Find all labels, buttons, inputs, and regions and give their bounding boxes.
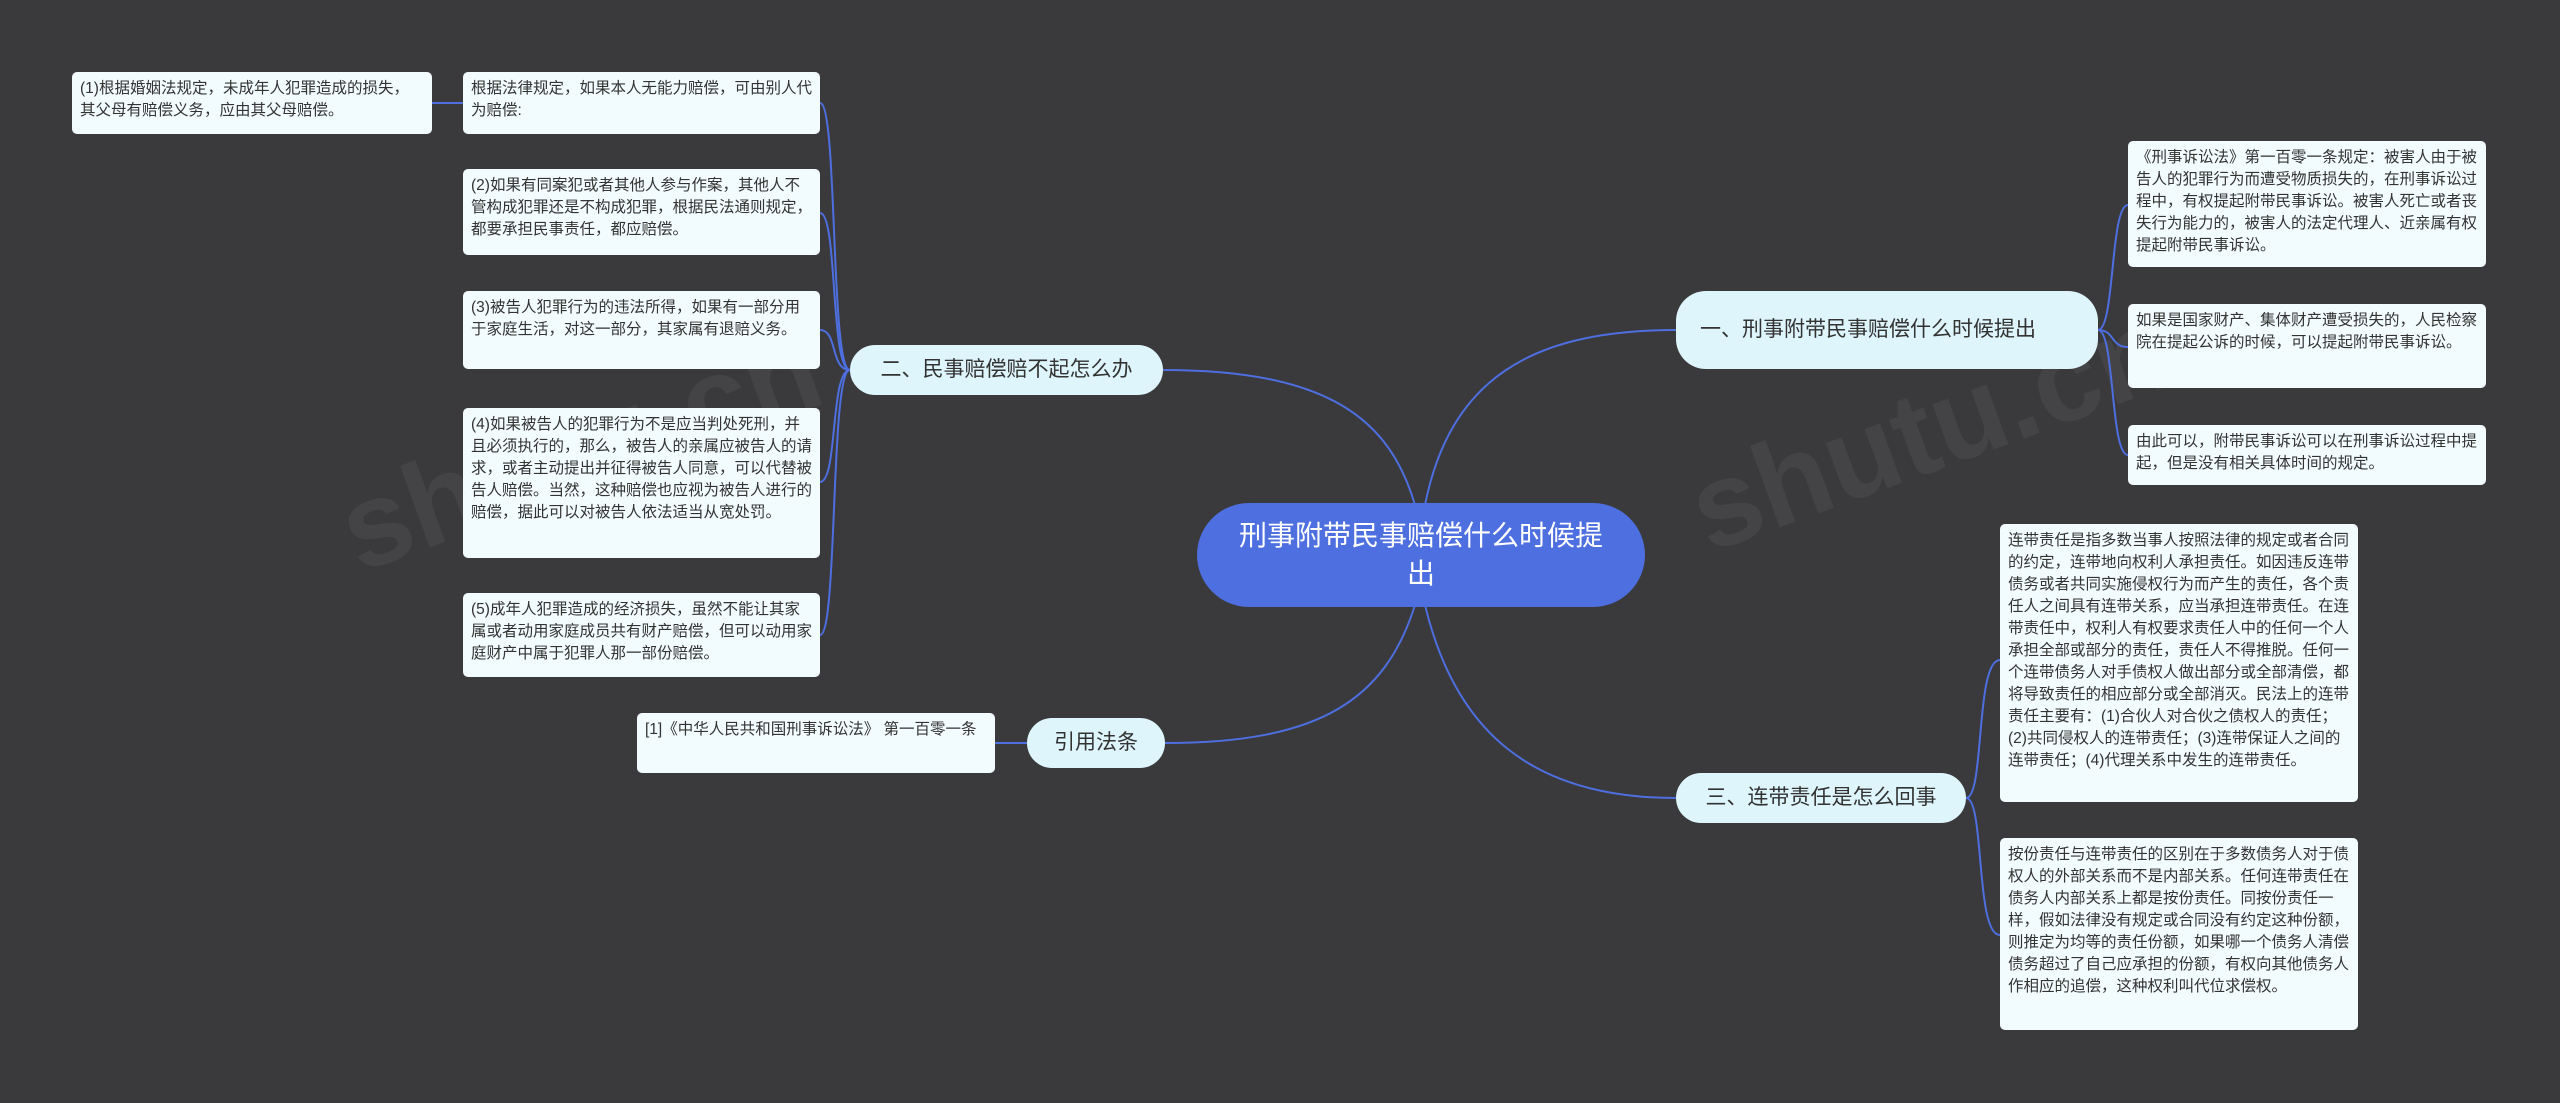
leaf-b2-4[interactable]: (4)如果被告人的犯罪行为不是应当判处死刑，并且必须执行的，那么，被告人的亲属应… <box>463 408 820 558</box>
leaf-b3-1-text: 连带责任是指多数当事人按照法律的规定或者合同的约定，连带地向权利人承担责任。如因… <box>2008 532 2350 769</box>
connector-b2-leaf4 <box>819 369 851 483</box>
connector-b3-leaf2 <box>1965 797 2001 936</box>
leaf-b2-2[interactable]: (2)如果有同案犯或者其他人参与作案，其他人不管构成犯罪还是不构成犯罪，根据民法… <box>463 169 820 255</box>
leaf-b4-1-text: [1]《中华人民共和国刑事诉讼法》 第一百零一条 <box>645 721 977 738</box>
branch-topic-2[interactable]: 二、民事赔偿赔不起怎么办 <box>850 345 1163 395</box>
leaf-b1-3-text: 由此可以，附带民事诉讼可以在刑事诉讼过程中提起，但是没有相关具体时间的规定。 <box>2136 433 2478 472</box>
branch-topic-1[interactable]: 一、刑事附带民事赔偿什么时候提出 <box>1676 291 2098 369</box>
leaf-b2-sub-1[interactable]: (1)根据婚姻法规定，未成年人犯罪造成的损失，其父母有赔偿义务，应由其父母赔偿。 <box>72 72 432 134</box>
branch-topic-2-label: 二、民事赔偿赔不起怎么办 <box>880 358 1133 381</box>
connector-root-b1 <box>1424 329 1677 506</box>
leaf-b1-3[interactable]: 由此可以，附带民事诉讼可以在刑事诉讼过程中提起，但是没有相关具体时间的规定。 <box>2128 425 2486 485</box>
leaf-b1-2[interactable]: 如果是国家财产、集体财产遭受损失的，人民检察院在提起公诉的时候，可以提起附带民事… <box>2128 304 2486 388</box>
leaf-b2-1[interactable]: 根据法律规定，如果本人无能力赔偿，可由别人代为赔偿: <box>463 72 820 134</box>
leaf-b2-1-text: 根据法律规定，如果本人无能力赔偿，可由别人代为赔偿: <box>471 80 813 119</box>
leaf-b3-2-text: 按份责任与连带责任的区别在于多数债务人对于债权人的外部关系而不是内部关系。任何连… <box>2008 846 2350 995</box>
branch-topic-3-label: 三、连带责任是怎么回事 <box>1705 786 1937 809</box>
connector-root-b3 <box>1424 604 1677 799</box>
leaf-b2-3-text: (3)被告人犯罪行为的违法所得，如果有一部分用于家庭生活，对这一部分，其家属有退… <box>471 299 800 338</box>
leaf-b1-1[interactable]: 《刑事诉讼法》第一百零一条规定：被害人由于被告人的犯罪行为而遭受物质损失的，在刑… <box>2128 141 2486 267</box>
leaf-b3-1[interactable]: 连带责任是指多数当事人按照法律的规定或者合同的约定，连带地向权利人承担责任。如因… <box>2000 524 2358 802</box>
connector-b1-leaf1 <box>2097 204 2129 331</box>
leaf-b3-2[interactable]: 按份责任与连带责任的区别在于多数债务人对于债权人的外部关系而不是内部关系。任何连… <box>2000 838 2358 1030</box>
branch-topic-1-label: 一、刑事附带民事赔偿什么时候提出 <box>1700 318 2036 341</box>
branch-topic-4[interactable]: 引用法条 <box>1027 718 1165 768</box>
leaf-b2-5-text: (5)成年人犯罪造成的经济损失，虽然不能让其家属或者动用家庭成员共有财产赔偿，但… <box>471 601 813 662</box>
leaf-b4-1[interactable]: [1]《中华人民共和国刑事诉讼法》 第一百零一条 <box>637 713 995 773</box>
leaf-b2-3[interactable]: (3)被告人犯罪行为的违法所得，如果有一部分用于家庭生活，对这一部分，其家属有退… <box>463 291 820 369</box>
leaf-b2-4-text: (4)如果被告人的犯罪行为不是应当判处死刑，并且必须执行的，那么，被告人的亲属应… <box>471 416 813 521</box>
branch-topic-3[interactable]: 三、连带责任是怎么回事 <box>1676 773 1966 823</box>
connector-root-b2 <box>1162 369 1416 506</box>
connector-b2-leaf5 <box>819 369 851 636</box>
leaf-b2-sub-1-text: (1)根据婚姻法规定，未成年人犯罪造成的损失，其父母有赔偿义务，应由其父母赔偿。 <box>80 80 409 119</box>
leaf-b1-1-text: 《刑事诉讼法》第一百零一条规定：被害人由于被告人的犯罪行为而遭受物质损失的，在刑… <box>2136 149 2478 254</box>
connector-b2-leaf3 <box>819 329 851 371</box>
connector-b1-leaf2 <box>2097 329 2129 348</box>
connector-b3-leaf1 <box>1965 659 2001 799</box>
connector-b2-leaf2 <box>819 212 851 371</box>
root-topic-label: 刑事附带民事赔偿什么时候提出 <box>1238 520 1603 589</box>
connector-b2-leaf1 <box>819 102 851 371</box>
connector-root-b4 <box>1164 604 1416 744</box>
leaf-b2-5[interactable]: (5)成年人犯罪造成的经济损失，虽然不能让其家属或者动用家庭成员共有财产赔偿，但… <box>463 593 820 677</box>
connector-b1-leaf3 <box>2097 329 2129 456</box>
branch-topic-4-label: 引用法条 <box>1054 731 1138 754</box>
root-topic[interactable]: 刑事附带民事赔偿什么时候提出 <box>1197 503 1645 607</box>
leaf-b1-2-text: 如果是国家财产、集体财产遭受损失的，人民检察院在提起公诉的时候，可以提起附带民事… <box>2136 312 2478 351</box>
leaf-b2-2-text: (2)如果有同案犯或者其他人参与作案，其他人不管构成犯罪还是不构成犯罪，根据民法… <box>471 177 813 238</box>
